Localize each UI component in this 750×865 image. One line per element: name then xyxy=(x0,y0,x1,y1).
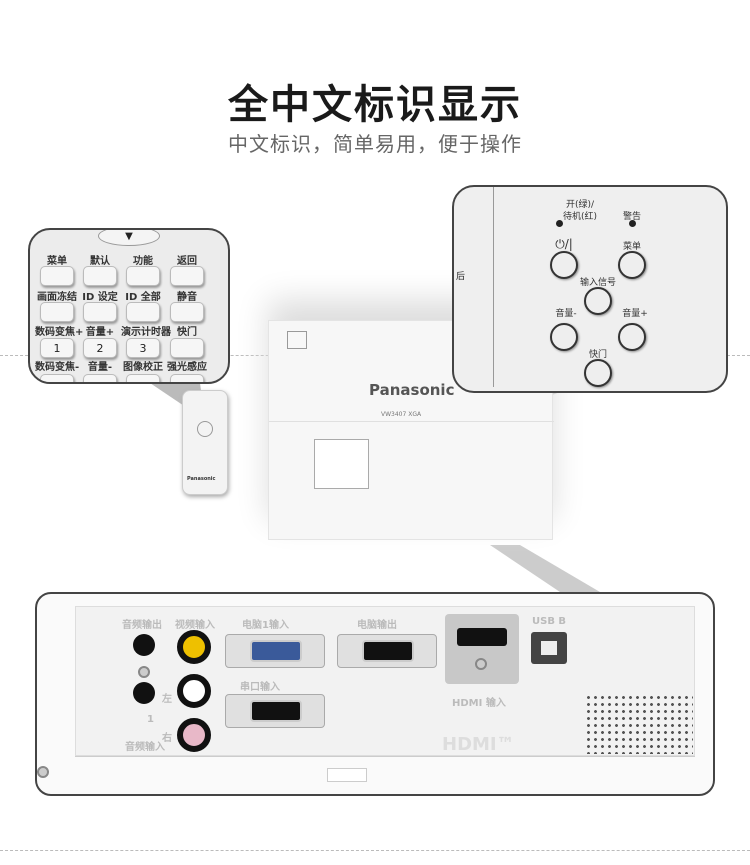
audio-in-label: 音频输入 xyxy=(125,742,165,753)
remote-key-button[interactable] xyxy=(126,302,160,322)
remote-key-button[interactable]: 2 xyxy=(83,338,117,358)
vol-down-label: 音量- xyxy=(555,309,577,319)
speaker-grille xyxy=(585,694,693,754)
projector-model: VW3407 XGA xyxy=(381,411,422,418)
hdmi-logo: HDMI™ xyxy=(442,734,515,755)
remote-key-button[interactable] xyxy=(170,266,204,286)
hdmi-in-label: HDMI 输入 xyxy=(452,698,506,709)
remote-key-button[interactable]: 3 xyxy=(126,338,160,358)
remote-key-button[interactable] xyxy=(126,374,160,382)
foot xyxy=(327,768,367,782)
remote-key-label: 功能 xyxy=(133,256,153,267)
power-label: ⏻/| xyxy=(555,237,573,251)
shutter-button[interactable] xyxy=(584,359,612,387)
remote-key-label: 音量+ xyxy=(85,327,115,338)
remote-key-label: 菜单 xyxy=(47,256,67,267)
remote-key-button[interactable]: 1 xyxy=(40,338,74,358)
one-label: 1 xyxy=(147,714,154,725)
video-in-label: 视频输入 xyxy=(175,620,215,631)
remote-key-button[interactable] xyxy=(170,302,204,322)
remote-key-label: 强光感应 xyxy=(167,362,207,373)
remote-key-label: 图像校正 xyxy=(123,362,163,373)
remote-key-label: 画面冻结 xyxy=(37,292,77,303)
projector-brand: Panasonic xyxy=(369,381,455,399)
page-title: 全中文标识显示 xyxy=(228,82,522,128)
serial-in-port[interactable] xyxy=(225,694,325,728)
panel-edge: 后 xyxy=(454,187,494,387)
audio-left-jack[interactable] xyxy=(177,674,211,708)
input-label: 输入信号 xyxy=(579,278,616,288)
remote-key-button[interactable] xyxy=(170,338,204,358)
pc1-in-label: 电脑1输入 xyxy=(242,620,289,631)
remote-key-label: 默认 xyxy=(90,256,110,267)
rear-panel-callout: 音频输出 视频输入 电脑1输入 电脑输出 USB B 串口输入 HDMI 输入 … xyxy=(35,592,715,796)
remote-key-button[interactable] xyxy=(170,374,204,382)
audio-out-jack[interactable] xyxy=(133,634,155,656)
vol-up-label: 音量+ xyxy=(622,309,648,319)
power-led-label: 开(绿)/ xyxy=(565,200,595,210)
audio-right-jack[interactable] xyxy=(177,718,211,752)
remote-key-label: 静音 xyxy=(177,292,197,303)
dpad-icon xyxy=(197,421,213,437)
power-button[interactable] xyxy=(550,251,578,279)
rear-pointer xyxy=(490,545,600,592)
left-label: 左 xyxy=(162,694,172,705)
panel-seam xyxy=(75,756,695,757)
remote-key-button[interactable] xyxy=(40,374,74,382)
remote-key-label: 快门 xyxy=(177,327,197,338)
remote-key-button[interactable] xyxy=(83,374,117,382)
usb-label: USB B xyxy=(532,616,567,627)
standby-led-label: 待机(红) xyxy=(562,212,598,222)
vol-down-button[interactable] xyxy=(550,323,578,351)
shutter-label: 快门 xyxy=(588,350,607,360)
pc-out-port[interactable] xyxy=(337,634,437,668)
video-in-jack[interactable] xyxy=(177,630,211,664)
remote-key-label: 数码变焦+ xyxy=(35,327,84,338)
page-subtitle: 中文标识，简单易用，便于操作 xyxy=(228,132,522,156)
body-seam xyxy=(269,421,554,422)
remote-callout: ▼ 菜单 默认 功能 返回画面冻结 ID 设定 ID 全部 静音数码变焦+1 音量+2 演示计时… xyxy=(28,228,230,384)
remote-key-button[interactable] xyxy=(126,266,160,286)
warning-led-label: 警告 xyxy=(622,212,641,222)
control-panel-callout: 后 开(绿)/ 待机(红) 警告 ⏻/| 菜单 输入信号 音量- 音量+ 快门 xyxy=(452,185,728,393)
remote-key-label: 返回 xyxy=(177,256,197,267)
remote-key-label: 数码变焦- xyxy=(35,362,80,373)
remote-key-label: 音量- xyxy=(87,362,113,373)
serial-in-label: 串口输入 xyxy=(240,682,280,693)
usb-b-port[interactable] xyxy=(531,632,567,664)
warning-led-icon xyxy=(629,220,636,227)
screw-icon xyxy=(138,666,150,678)
warning-label xyxy=(314,439,369,489)
remote-down-button[interactable]: ▼ xyxy=(98,230,160,246)
remote-key-button[interactable] xyxy=(83,266,117,286)
audio-out-label: 音频输出 xyxy=(122,620,162,631)
remote-brand: Panasonic xyxy=(187,476,216,482)
remote-key-label: 演示计时器 xyxy=(121,327,171,338)
divider xyxy=(0,850,750,851)
hdmi-in-port[interactable] xyxy=(445,614,519,684)
power-led-icon xyxy=(556,220,563,227)
remote-key-label: ID 设定 xyxy=(82,292,118,303)
screw-icon xyxy=(37,766,49,778)
remote-key-label: ID 全部 xyxy=(125,292,161,303)
input-button[interactable] xyxy=(584,287,612,315)
menu-button[interactable] xyxy=(618,251,646,279)
remote-key-button[interactable] xyxy=(40,266,74,286)
remote-key-button[interactable] xyxy=(40,302,74,322)
remote-key-button[interactable] xyxy=(83,302,117,322)
vol-up-button[interactable] xyxy=(618,323,646,351)
side-text: 后 xyxy=(456,272,466,282)
audio-in-jack[interactable] xyxy=(133,682,155,704)
laser-warning-icon xyxy=(287,331,307,349)
menu-label: 菜单 xyxy=(622,242,641,252)
pc-out-label: 电脑输出 xyxy=(357,620,397,631)
remote-control-image: Panasonic xyxy=(182,390,228,495)
right-label: 右 xyxy=(162,733,172,744)
pc1-in-port[interactable] xyxy=(225,634,325,668)
